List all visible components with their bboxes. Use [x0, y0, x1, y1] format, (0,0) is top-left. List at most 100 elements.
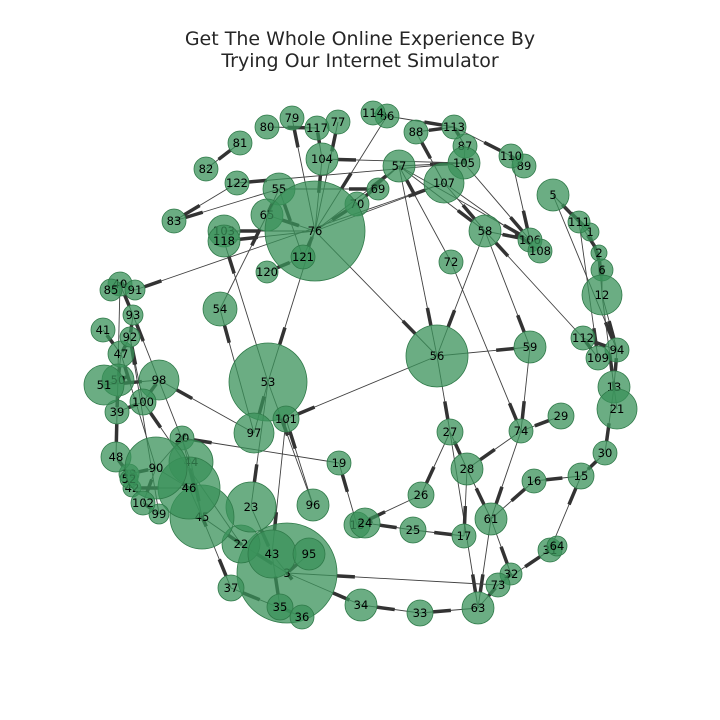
node-19: 19: [326, 450, 352, 476]
node-16: 16: [521, 468, 547, 494]
node-circle-110: [498, 143, 524, 169]
title-line-1: Get The Whole Online Experience By: [185, 28, 535, 50]
node-circle-21: [596, 388, 638, 430]
node-circle-83: [161, 208, 187, 234]
node-label-118: 118: [213, 234, 235, 248]
node-circle-114: [360, 100, 386, 126]
node-circle-73: [485, 572, 511, 598]
edge-arrowhead-44-93: [135, 323, 145, 342]
edge-arrowhead-86-113: [424, 120, 443, 127]
node-label-37: 37: [224, 581, 239, 595]
node-label-97: 97: [247, 426, 262, 440]
node-circle-99: [148, 503, 170, 525]
node-circle-80: [254, 114, 280, 140]
node-23: 23: [225, 481, 277, 533]
node-circle-91: [124, 279, 146, 301]
node-64: 64: [546, 535, 568, 557]
edge-arrowhead-82-81: [217, 148, 232, 161]
node-label-79: 79: [285, 111, 300, 125]
node-98: 98: [138, 359, 180, 401]
node-label-101: 101: [275, 412, 297, 426]
node-label-48: 48: [109, 450, 124, 464]
node-circle-33: [406, 599, 434, 627]
node-circle-81: [227, 130, 253, 156]
node-circle-72: [438, 249, 464, 275]
edge-arrowhead-28-61: [474, 487, 486, 506]
node-circle-28: [450, 452, 484, 486]
node-circle-15: [567, 462, 595, 490]
node-circle-104: [305, 142, 339, 176]
node-label-105: 105: [453, 156, 475, 170]
node-circle-26: [407, 481, 435, 509]
node-95: 95: [292, 537, 326, 571]
edge-arrowhead-122-83: [183, 204, 201, 217]
title-line-2: Trying Our Internet Simulator: [220, 50, 499, 72]
node-122: 122: [224, 170, 250, 196]
node-label-15: 15: [574, 469, 589, 483]
node-117: 117: [304, 115, 330, 141]
edge-arrowhead-56-59: [495, 346, 515, 353]
node-label-2: 2: [595, 246, 602, 260]
nodes-layer: 1235612131516171819202122232425262728293…: [83, 100, 638, 630]
edge-arrowhead-73-31: [524, 555, 542, 569]
node-label-54: 54: [213, 302, 228, 316]
node-61: 61: [474, 502, 508, 536]
node-label-25: 25: [406, 523, 421, 537]
edge-arrowhead-105-122: [248, 178, 268, 184]
node-114: 114: [360, 100, 386, 126]
node-label-73: 73: [491, 578, 506, 592]
edge-arrowhead-57-56: [425, 307, 433, 326]
node-circle-122: [224, 170, 250, 196]
edge-arrowhead-5-94: [603, 321, 615, 340]
node-90: 90: [124, 436, 188, 500]
edge-arrowhead-25-17: [434, 530, 453, 537]
node-121: 121: [290, 244, 316, 270]
node-111: 111: [567, 210, 591, 234]
edge-arrowhead-54-65: [250, 228, 262, 247]
node-label-74: 74: [514, 424, 529, 438]
node-circle-111: [567, 210, 591, 234]
node-97: 97: [233, 412, 275, 454]
node-circle-5: [536, 178, 570, 212]
node-label-46: 46: [182, 481, 197, 495]
node-108: 108: [527, 238, 553, 264]
node-label-6: 6: [598, 263, 605, 277]
node-110: 110: [498, 143, 524, 169]
node-17: 17: [451, 523, 477, 549]
node-circle-59: [513, 330, 547, 364]
node-label-94: 94: [610, 343, 625, 357]
edge-arrowhead-72-57: [405, 179, 417, 197]
node-label-24: 24: [358, 516, 373, 530]
edge-arrowhead-56-101: [297, 405, 316, 416]
node-label-58: 58: [478, 224, 493, 238]
node-circle-90: [124, 436, 188, 500]
node-label-99: 99: [152, 507, 167, 521]
node-circle-82: [193, 156, 219, 182]
node-circle-98: [138, 359, 180, 401]
edge-arrowhead-97-98: [175, 388, 194, 401]
edge-arrowhead-73-3: [336, 574, 355, 579]
node-109: 109: [585, 345, 611, 371]
node-25: 25: [399, 516, 427, 544]
edge-arrowhead-15-16: [545, 476, 563, 482]
node-24: 24: [349, 507, 381, 539]
node-circle-34: [344, 588, 378, 622]
node-2: 2: [590, 244, 608, 262]
node-label-64: 64: [550, 539, 565, 553]
node-label-90: 90: [149, 461, 164, 475]
node-label-22: 22: [234, 537, 249, 551]
edge-arrowhead-76-56: [401, 319, 417, 336]
node-circle-24: [349, 507, 381, 539]
node-circle-64: [546, 535, 568, 557]
edge-arrowhead-18-19: [340, 474, 350, 493]
node-label-12: 12: [595, 288, 610, 302]
node-label-81: 81: [233, 136, 248, 150]
node-label-98: 98: [152, 373, 167, 387]
edge-arrowhead-33-34: [376, 605, 395, 612]
node-91: 91: [124, 279, 146, 301]
node-label-91: 91: [128, 283, 143, 297]
node-label-51: 51: [97, 378, 112, 392]
node-43: 43: [247, 529, 297, 579]
edge-arrowhead-61-16: [510, 487, 527, 503]
